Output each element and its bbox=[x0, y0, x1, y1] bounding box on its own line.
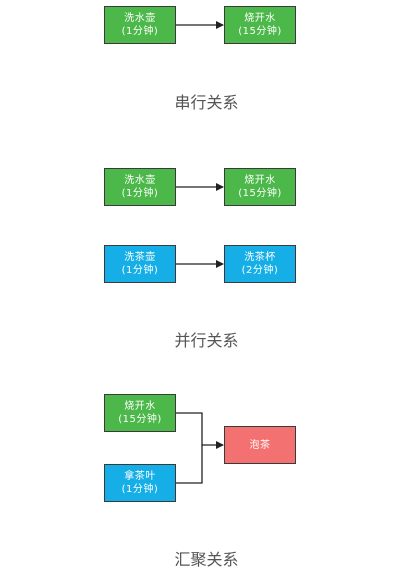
parallel-box-wash-cups: 洗茶杯 (2分钟) bbox=[224, 245, 296, 283]
box-line2: (15分钟) bbox=[238, 188, 282, 199]
box-line2: (15分钟) bbox=[118, 414, 162, 425]
box-line1: 烧开水 bbox=[244, 175, 276, 186]
box-line2: (1分钟) bbox=[121, 265, 159, 276]
converge-box-brew-tea: 泡茶 bbox=[224, 426, 296, 464]
box-line1: 洗茶壶 bbox=[124, 252, 156, 263]
box-line1: 拿茶叶 bbox=[124, 471, 156, 482]
parallel-box-wash-teapot: 洗茶壶 (1分钟) bbox=[104, 245, 176, 283]
converge-connector-top bbox=[176, 412, 224, 449]
box-line2: (15分钟) bbox=[238, 26, 282, 37]
converge-box-boil-water: 烧开水 (15分钟) bbox=[104, 394, 176, 432]
parallel-box-boil-water: 烧开水 (15分钟) bbox=[224, 168, 296, 206]
box-line2: (2分钟) bbox=[241, 265, 279, 276]
converge-box-get-tea-leaves: 拿茶叶 (1分钟) bbox=[104, 464, 176, 502]
box-line2: (1分钟) bbox=[121, 188, 159, 199]
box-line1: 洗水壶 bbox=[124, 13, 156, 24]
parallel-box-wash-kettle: 洗水壶 (1分钟) bbox=[104, 168, 176, 206]
box-line1: 泡茶 bbox=[249, 439, 271, 451]
box-line2: (1分钟) bbox=[121, 484, 159, 495]
converge-caption: 汇聚关系 bbox=[174, 550, 239, 569]
box-line2: (1分钟) bbox=[121, 26, 159, 37]
converge-connector-bottom bbox=[176, 445, 203, 484]
box-line1: 洗茶杯 bbox=[244, 252, 276, 263]
serial-caption: 串行关系 bbox=[174, 93, 239, 112]
box-line1: 烧开水 bbox=[124, 401, 156, 412]
box-line1: 洗水壶 bbox=[124, 175, 156, 186]
serial-box-boil-water: 烧开水 (15分钟) bbox=[224, 6, 296, 44]
serial-box-wash-kettle: 洗水壶 (1分钟) bbox=[104, 6, 176, 44]
box-line1: 烧开水 bbox=[244, 13, 276, 24]
parallel-caption: 并行关系 bbox=[174, 331, 239, 350]
